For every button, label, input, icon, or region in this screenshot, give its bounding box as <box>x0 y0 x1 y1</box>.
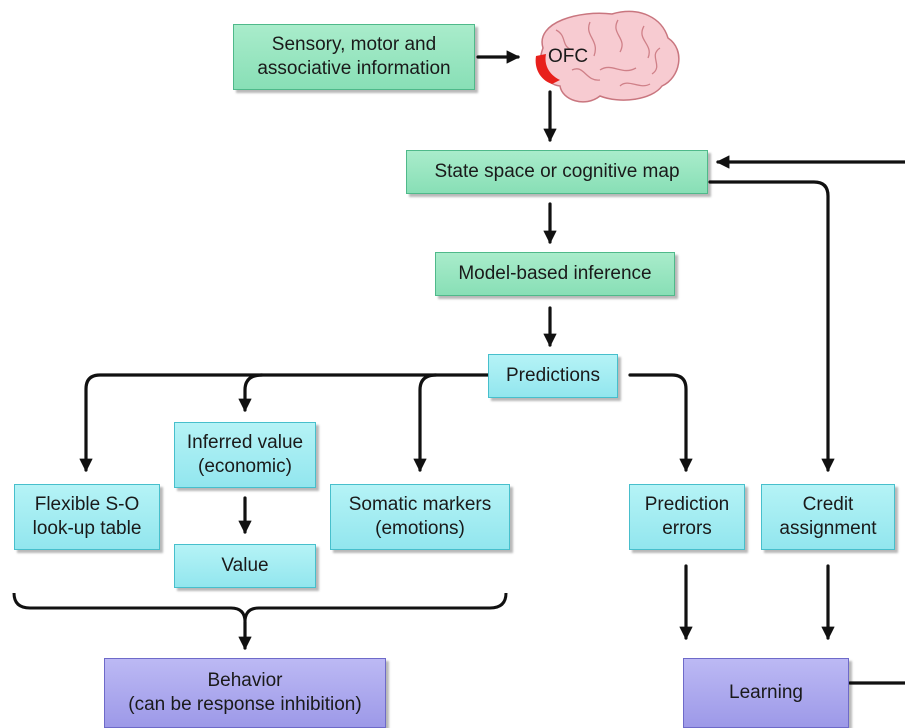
somatic-markers-box: Somatic markers (emotions) <box>330 484 510 550</box>
arrow-predictions-to-flexible-so <box>79 373 490 473</box>
learning-box: Learning <box>683 658 849 728</box>
arrow-predictions-to-somatic <box>413 373 438 473</box>
arrow-state-space-to-credit <box>708 180 835 473</box>
behavior-box: Behavior (can be response inhibition) <box>104 658 386 728</box>
credit-assignment-box: Credit assignment <box>761 484 895 550</box>
predictions-box: Predictions <box>488 354 618 398</box>
prediction-errors-box: Prediction errors <box>629 484 745 550</box>
brace <box>12 592 508 623</box>
flexible-so-box: Flexible S-O look-up table <box>14 484 160 550</box>
model-based-inference-box: Model-based inference <box>435 252 675 296</box>
brain-icon <box>535 10 680 103</box>
value-box: Value <box>174 544 316 588</box>
inferred-value-box: Inferred value (economic) <box>174 422 316 488</box>
arrow-predictions-to-prediction-errors <box>628 373 693 473</box>
sensory-motor-associative-box: Sensory, motor and associative informati… <box>233 24 475 90</box>
ofc-label: OFC <box>548 46 589 67</box>
arrow-predictions-to-inferred-value <box>238 373 264 413</box>
state-space-box: State space or cognitive map <box>406 150 708 194</box>
